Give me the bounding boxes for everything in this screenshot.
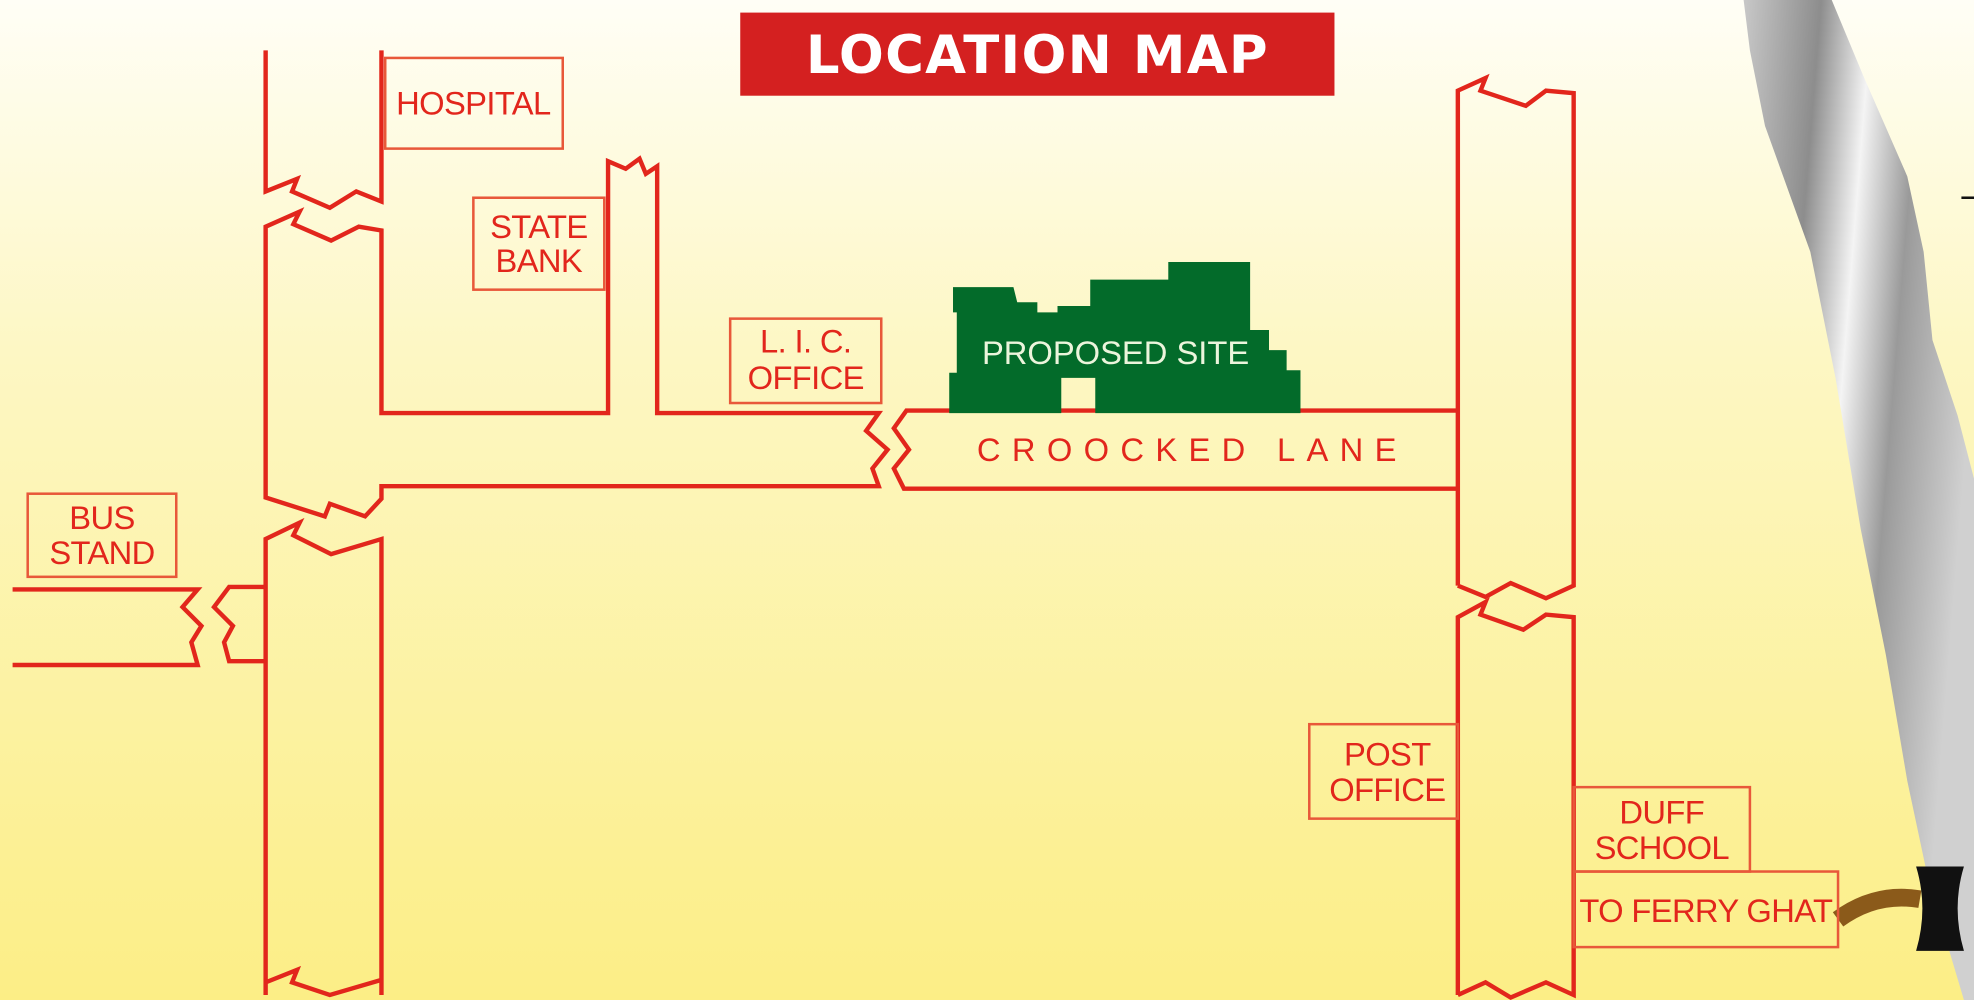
road-left-lower — [263, 517, 384, 998]
lic-office-label-line2: OFFICE — [748, 359, 864, 396]
road-bus-stand — [12, 587, 205, 668]
landmark-hospital[interactable]: HOSPITAL — [383, 56, 564, 150]
landmark-post-office[interactable]: POST OFFICE — [1308, 722, 1460, 820]
landmark-lic-office[interactable]: L. I. C. OFFICE — [728, 317, 883, 405]
road-right-lower — [1455, 597, 1576, 1000]
map-title: LOCATION MAP — [740, 12, 1335, 96]
road-right-upper — [1455, 73, 1576, 601]
ferry-icon — [1916, 866, 1964, 951]
road-bus-stand-connector — [211, 584, 266, 664]
post-office-label-line1: POST — [1344, 736, 1431, 773]
duff-school-label-line1: DUFF — [1619, 794, 1704, 831]
state-bank-label-line1: STATE — [490, 208, 587, 245]
ferry-ghat-label: TO FERRY GHAT — [1579, 892, 1833, 929]
landmark-state-bank[interactable]: STATE BANK — [472, 196, 606, 291]
bus-stand-label-line2: STAND — [49, 534, 154, 571]
croocked-lane-label: CROOCKED LANE — [977, 431, 1408, 468]
state-bank-label-line2: BANK — [496, 242, 583, 279]
landmark-ferry-ghat[interactable]: TO FERRY GHAT — [1572, 870, 1840, 949]
landmark-duff-school[interactable]: DUFF SCHOOL — [1572, 785, 1752, 873]
bus-stand-label-line1: BUS — [69, 499, 134, 536]
river — [1743, 0, 1974, 1000]
proposed-site[interactable]: PROPOSED SITE — [949, 261, 1301, 414]
proposed-site-label: PROPOSED SITE — [982, 334, 1249, 371]
lic-office-label-line1: L. I. C. — [760, 323, 851, 360]
road-main-junction — [263, 155, 891, 520]
map-title-text: LOCATION MAP — [806, 25, 1269, 86]
road-hospital-segment — [263, 50, 384, 211]
road-croocked-lane — [891, 408, 1458, 491]
landmark-bus-stand[interactable]: BUS STAND — [26, 492, 178, 579]
hospital-label: HOSPITAL — [396, 85, 551, 122]
duff-school-label-line2: SCHOOL — [1595, 829, 1730, 866]
post-office-label-line2: OFFICE — [1329, 771, 1445, 808]
ferry-road — [1832, 888, 1922, 927]
